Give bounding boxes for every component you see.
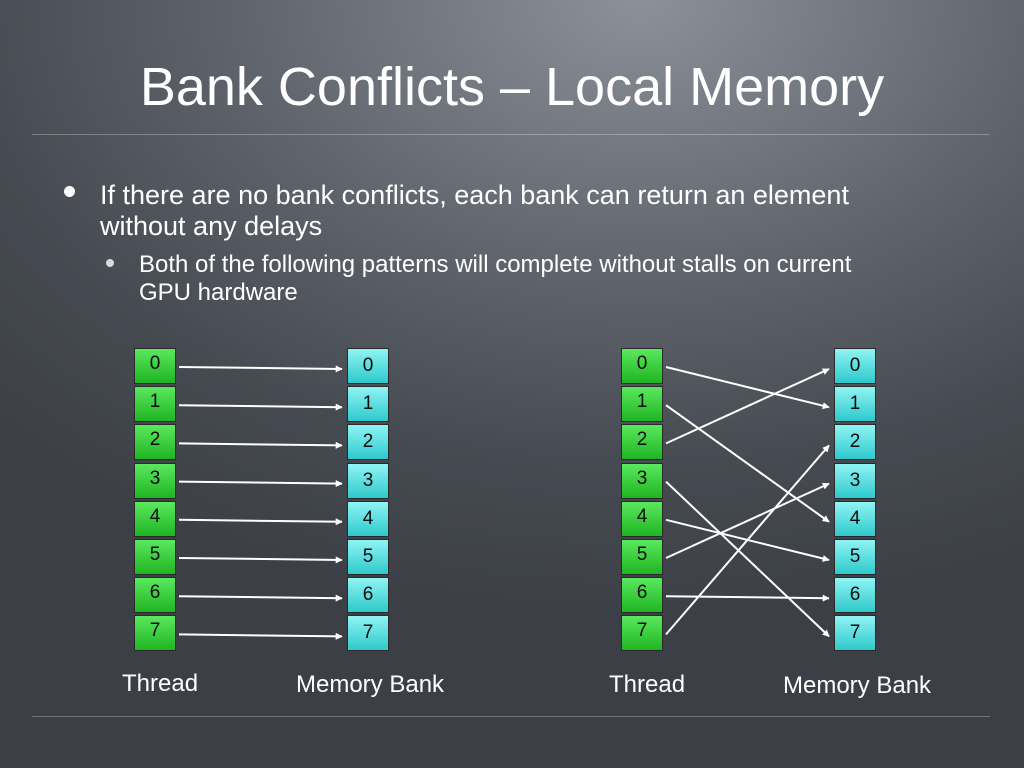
bank-cell: 5 xyxy=(834,539,876,575)
bank-cell: 3 xyxy=(347,462,389,499)
thread-cell: 6 xyxy=(134,577,176,614)
thread-cell: 2 xyxy=(134,424,176,461)
thread-to-bank-arrow xyxy=(665,368,830,445)
thread-cell: 1 xyxy=(134,386,176,423)
thread-cell: 3 xyxy=(134,462,176,499)
thread-cell: 1 xyxy=(621,386,663,423)
bank-cell: 2 xyxy=(834,424,876,461)
footer-divider xyxy=(32,716,990,717)
bank-cell: 7 xyxy=(834,615,876,652)
thread-cell: 5 xyxy=(621,539,663,575)
thread-to-bank-arrow xyxy=(178,556,343,564)
thread-cell: 0 xyxy=(621,348,663,384)
bank-cell: 3 xyxy=(834,462,876,499)
thread-caption: Thread xyxy=(609,671,686,698)
thread-to-bank-arrow xyxy=(665,482,830,559)
thread-to-bank-arrow xyxy=(665,366,830,410)
thread-cell: 2 xyxy=(621,424,663,461)
thread-cell: 5 xyxy=(134,539,176,575)
thread-to-bank-arrow xyxy=(178,594,343,602)
thread-cell: 4 xyxy=(134,500,176,537)
bank-cell: 4 xyxy=(347,500,389,537)
bullet-main-text: If there are no bank conflicts, each ban… xyxy=(100,180,849,241)
thread-to-bank-arrow xyxy=(665,444,830,636)
thread-cell: 3 xyxy=(621,462,663,499)
bank-cell: 6 xyxy=(834,577,876,614)
thread-caption: Thread xyxy=(122,670,199,697)
bank-cell: 1 xyxy=(347,386,389,423)
sub-bullet-dot xyxy=(106,259,114,267)
thread-to-bank-arrow xyxy=(665,594,830,602)
thread-to-bank-arrow xyxy=(178,403,343,411)
bank-cell: 6 xyxy=(347,577,389,614)
slide-title: Bank Conflicts – Local Memory xyxy=(139,57,885,117)
bank-cell: 0 xyxy=(834,348,876,384)
bank-cell: 1 xyxy=(834,386,876,423)
bank-cell: 0 xyxy=(347,348,389,384)
bullet-sub-text: Both of the following patterns will comp… xyxy=(139,251,852,306)
thread-to-bank-arrow xyxy=(665,480,830,638)
bullet-dot xyxy=(64,186,75,197)
bank-caption: Memory Bank xyxy=(783,672,932,699)
bank-cell: 4 xyxy=(834,500,876,537)
thread-to-bank-arrow xyxy=(178,441,343,449)
thread-to-bank-arrow xyxy=(665,404,830,523)
bank-cell: 5 xyxy=(347,539,389,575)
bank-cell: 2 xyxy=(347,424,389,461)
thread-cell: 4 xyxy=(621,500,663,537)
thread-to-bank-arrow xyxy=(178,480,343,488)
thread-cell: 7 xyxy=(621,615,663,652)
thread-to-bank-arrow xyxy=(178,365,343,373)
bank-cell: 7 xyxy=(347,615,389,652)
bank-caption: Memory Bank xyxy=(296,671,445,698)
thread-to-bank-arrow xyxy=(178,518,343,526)
thread-to-bank-arrow xyxy=(178,632,343,640)
thread-cell: 0 xyxy=(134,348,176,384)
title-divider xyxy=(32,134,990,135)
thread-cell: 7 xyxy=(134,615,176,652)
thread-cell: 6 xyxy=(621,577,663,614)
